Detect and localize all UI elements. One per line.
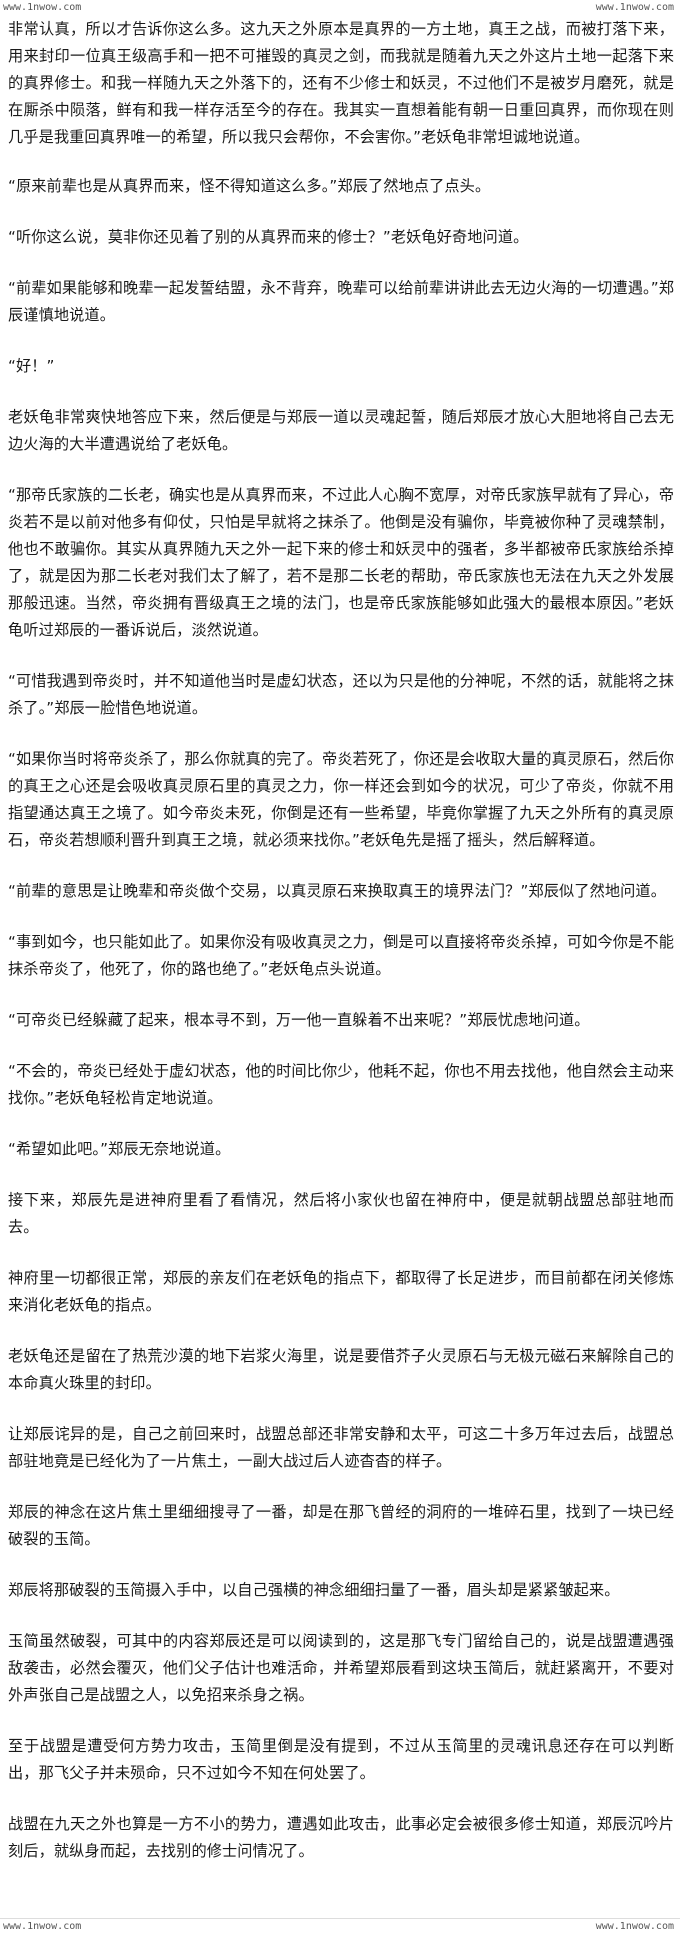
- novel-text-body: 非常认真，所以才告诉你这么多。这九天之外原本是真界的一方土地，真王之战，而被打落…: [8, 16, 674, 1865]
- paragraph: 接下来，郑辰先是进神府里看了看情况，然后将小家伙也留在神府中，便是就朝战盟总部驻…: [8, 1191, 674, 1236]
- paragraph: 郑辰的神念在这片焦土里细细搜寻了一番，却是在那飞曾经的洞府的一堆碎石里，找到了一…: [8, 1503, 674, 1548]
- paragraph: 郑辰将那破裂的玉简摄入手中，以自己强横的神念细细扫量了一番，眉头却是紧紧皱起来。: [8, 1581, 620, 1599]
- watermark-top-left: www.1nwow.com: [3, 2, 82, 13]
- paragraph: “可帝炎已经躲藏了起来，根本寻不到，万一他一直躲着不出来呢？”郑辰忧虑地问道。: [8, 1011, 590, 1029]
- divider: [0, 1918, 680, 1919]
- paragraph: 神府里一切都很正常，郑辰的亲友们在老妖龟的指点下，都取得了长足进步，而目前都在闭…: [8, 1269, 674, 1314]
- watermark-top-right: www.1nwow.com: [595, 2, 674, 13]
- paragraph: 玉简虽然破裂，可其中的内容郑辰还是可以阅读到的，这是那飞专门留给自己的，说是战盟…: [8, 1632, 674, 1704]
- paragraph: 老妖龟还是留在了热荒沙漠的地下岩浆火海里，说是要借芥子火灵原石与无极元磁石来解除…: [8, 1347, 674, 1392]
- paragraph: “好！”: [8, 357, 55, 375]
- paragraph: 至于战盟是遭受何方势力攻击，玉简里倒是没有提到，不过从玉简里的灵魂讯息还存在可以…: [8, 1737, 674, 1782]
- paragraph: 非常认真，所以才告诉你这么多。这九天之外原本是真界的一方土地，真王之战，而被打落…: [8, 20, 674, 146]
- paragraph: “希望如此吧。”郑辰无奈地说道。: [8, 1140, 231, 1158]
- watermark-bottom-left: www.1nwow.com: [3, 1921, 82, 1932]
- paragraph: “如果你当时将帝炎杀了，那么你就真的完了。帝炎若死了，你还是会收取大量的真灵原石…: [8, 750, 674, 849]
- paragraph: “听你这么说，莫非你还见着了别的从真界而来的修士？”老妖龟好奇地问道。: [8, 228, 529, 246]
- paragraph: 战盟在九天之外也算是一方不小的势力，遭遇如此攻击，此事必定会被很多修士知道，郑辰…: [8, 1815, 674, 1860]
- paragraph: “前辈的意思是让晚辈和帝炎做个交易，以真灵原石来换取真王的境界法门？”郑辰似了然…: [8, 882, 667, 900]
- paragraph: “可惜我遇到帝炎时，并不知道他当时是虚幻状态，还以为只是他的分神呢，不然的话，就…: [8, 672, 674, 717]
- paragraph: “不会的，帝炎已经处于虚幻状态，他的时间比你少，他耗不起，你也不用去找他，他自然…: [8, 1062, 674, 1107]
- paragraph: 让郑辰诧异的是，自己之前回来时，战盟总部还非常安静和太平，可这二十多万年过去后，…: [8, 1425, 674, 1470]
- watermark-bottom-right: www.1nwow.com: [595, 1921, 674, 1932]
- paragraph: “那帝氏家族的二长老，确实也是从真界而来，不过此人心胸不宽厚，对帝氏家族早就有了…: [8, 486, 674, 639]
- paragraph: “原来前辈也是从真界而来，怪不得知道这么多。”郑辰了然地点了点头。: [8, 177, 491, 195]
- paragraph: “事到如今，也只能如此了。如果你没有吸收真灵之力，倒是可以直接将帝炎杀掉，可如今…: [8, 933, 674, 978]
- paragraph: 老妖龟非常爽快地答应下来，然后便是与郑辰一道以灵魂起誓，随后郑辰才放心大胆地将自…: [8, 408, 674, 453]
- paragraph: “前辈如果能够和晚辈一起发誓结盟，永不背弃，晚辈可以给前辈讲讲此去无边火海的一切…: [8, 279, 674, 324]
